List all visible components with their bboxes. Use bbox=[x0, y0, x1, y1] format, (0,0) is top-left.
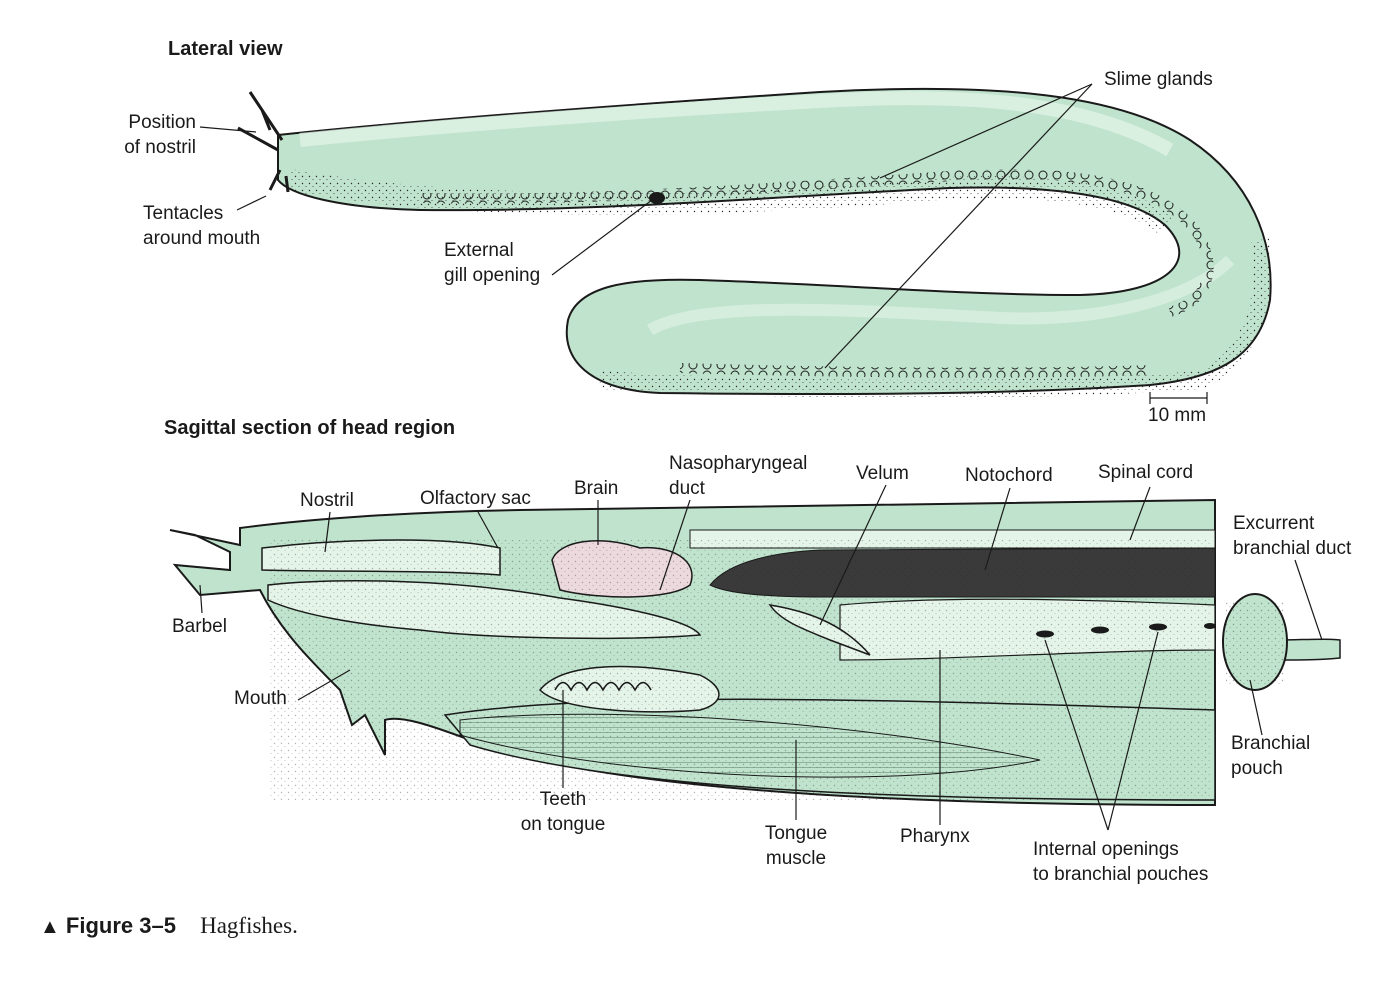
caption-marker-icon: ▲ bbox=[40, 916, 60, 938]
slime-glands-label: Slime glands bbox=[1104, 69, 1213, 90]
nasopharyngeal-duct-label: Nasopharyngeal duct bbox=[669, 453, 808, 499]
velum-label: Velum bbox=[856, 463, 909, 484]
lateral-view-heading: Lateral view bbox=[168, 38, 283, 60]
position-of-nostril-label: Position of nostril bbox=[124, 112, 196, 158]
barbel-label: Barbel bbox=[172, 616, 227, 637]
sagittal-leader-lines bbox=[199, 484, 1323, 831]
scale-bar-label: 10 mm bbox=[1148, 405, 1207, 426]
teeth-on-tongue-label: Teeth on tongue bbox=[520, 789, 606, 835]
branchial-pouch-label: Branchial pouch bbox=[1231, 733, 1311, 779]
sagittal-section-heading: Sagittal section of head region bbox=[164, 417, 456, 439]
pharynx-label: Pharynx bbox=[900, 826, 970, 847]
tentacles-around-mouth-label: Tentacles around mouth bbox=[143, 203, 261, 249]
nostril-label: Nostril bbox=[300, 490, 354, 511]
spinal-cord-label: Spinal cord bbox=[1098, 462, 1194, 483]
sagittal-section bbox=[169, 498, 1216, 807]
external-gill-opening-label: External gill opening bbox=[444, 240, 541, 286]
lateral-leader-lines bbox=[199, 83, 1208, 404]
figure-caption: ▲ Figure 3–5 Hagfishes. bbox=[40, 913, 298, 939]
brain-label: Brain bbox=[574, 478, 619, 499]
excurrent-branchial-duct-label: Excurrent branchial duct bbox=[1233, 513, 1352, 559]
mouth-label: Mouth bbox=[234, 688, 287, 709]
figure-number: Figure 3–5 bbox=[65, 913, 176, 938]
branchial-pouch-shape bbox=[1222, 593, 1341, 691]
notochord-label: Notochord bbox=[965, 465, 1053, 486]
tongue-muscle-label: Tongue muscle bbox=[764, 823, 828, 869]
lateral-hagfish-body bbox=[237, 87, 1272, 398]
figure-description: Hagfishes. bbox=[200, 913, 298, 938]
internal-openings-label: Internal openings to branchial pouches bbox=[1033, 839, 1209, 885]
olfactory-sac-label: Olfactory sac bbox=[420, 488, 531, 509]
